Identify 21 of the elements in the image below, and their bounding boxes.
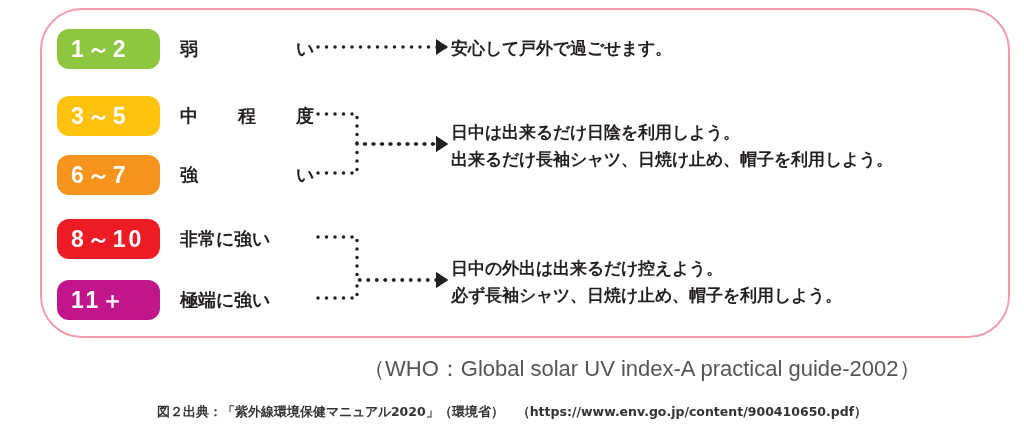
advice-text: 出来るだけ長袖シャツ、日焼け止め、帽子を利用しよう。 bbox=[451, 148, 893, 171]
rounded-frame bbox=[40, 8, 1010, 338]
level-text: 強い bbox=[180, 164, 314, 186]
uv-index-badge: 8～10 bbox=[57, 219, 160, 259]
advice-text: 日中の外出は出来るだけ控えよう。 bbox=[451, 257, 723, 280]
level-text: 中程度 bbox=[180, 105, 314, 127]
advice-text: 日中は出来るだけ日陰を利用しよう。 bbox=[451, 121, 740, 144]
uv-index-badge: 1～2 bbox=[57, 29, 160, 69]
dotted-arrow bbox=[316, 272, 450, 300]
level-text: 非常に強い bbox=[180, 228, 314, 250]
level-text: 極端に強い bbox=[180, 289, 314, 311]
advice-text: 安心して戸外で過ごせます。 bbox=[451, 35, 771, 62]
level-text: 弱い bbox=[180, 38, 314, 60]
uv-index-badge: 3～5 bbox=[57, 96, 160, 136]
dotted-arrow bbox=[316, 136, 450, 175]
uv-index-badge: 11＋ bbox=[57, 280, 160, 320]
uv-index-badge: 6～7 bbox=[57, 155, 160, 195]
advice-text: 必ず長袖シャツ、日焼け止め、帽子を利用しよう。 bbox=[451, 284, 842, 307]
source-note: （WHO：Global solar UV index-A practical guide-2002） bbox=[363, 355, 921, 383]
dotted-arrow bbox=[316, 39, 450, 55]
figure-caption: 図２出典：「紫外線環境保健マニュアル2020」（環境省） （https://www.env.go.jp/content/900410650.pdf） bbox=[156, 404, 868, 419]
